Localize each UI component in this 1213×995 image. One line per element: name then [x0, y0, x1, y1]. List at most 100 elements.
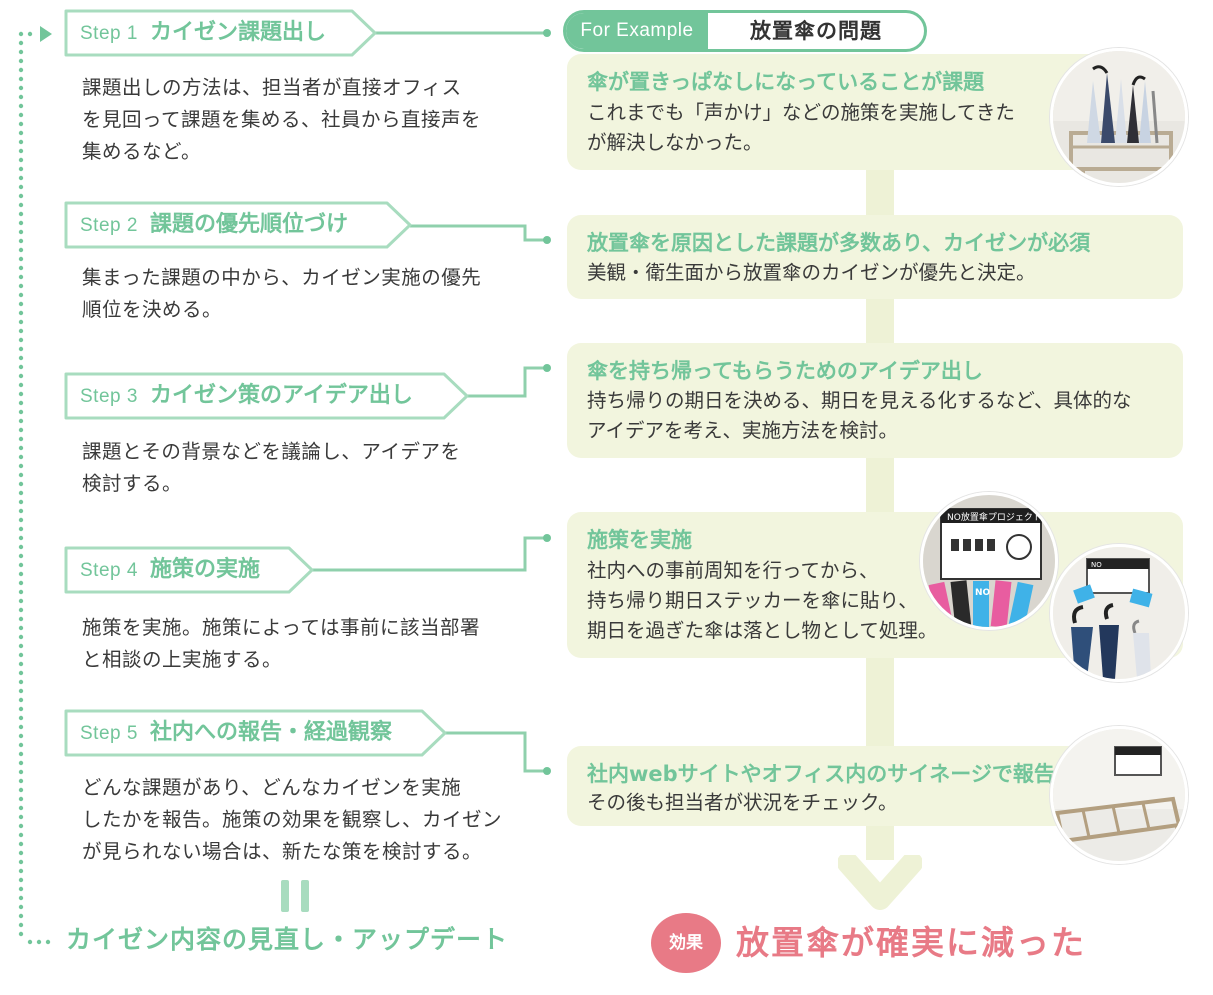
- loop-dot: [18, 436, 24, 442]
- example-box-3: 傘を持ち帰ってもらうためのアイデア出し 持ち帰りの期日を決める、期日を見える化す…: [567, 343, 1183, 458]
- loop-dot: [18, 571, 24, 577]
- loop-dot: [18, 895, 24, 901]
- example-box-5: 社内webサイトやオフィス内のサイネージで報告 その後も担当者が状況をチェック。: [567, 746, 1107, 826]
- loop-dot: [18, 220, 24, 226]
- loop-dot: [18, 265, 24, 271]
- loop-dot: [18, 148, 24, 154]
- loop-dot: [18, 625, 24, 631]
- empty-stand-photo: [1050, 726, 1188, 864]
- loop-dot: [18, 328, 24, 334]
- loop-dot: [18, 796, 24, 802]
- loop-dot: [18, 913, 24, 919]
- loop-dot: [18, 103, 24, 109]
- loop-dot: [18, 238, 24, 244]
- step-title: カイゼン策のアイデア出し: [149, 383, 413, 408]
- example-title: 放置傘の問題: [750, 19, 882, 43]
- loop-dot: [18, 31, 24, 37]
- box-text: 美観・衛生面から放置傘のカイゼンが優先と決定。: [587, 261, 1036, 284]
- loop-dot: [18, 535, 24, 541]
- loop-dot: [18, 382, 24, 388]
- example-box-1: 傘が置きっぱなしになっていることが課題 これまでも「声かけ」などの施策を実施して…: [567, 54, 1137, 170]
- loop-dot: [18, 373, 24, 379]
- box-text: 持ち帰りの期日を決める、期日を見える化するなど、具体的なアイデアを考え、実施方法…: [587, 389, 1132, 442]
- box-title: 傘が置きっぱなしになっていることが課題: [587, 70, 985, 94]
- loop-dot: [18, 499, 24, 505]
- poster-badge: NO: [1091, 561, 1102, 569]
- loop-dot: [18, 859, 24, 865]
- step-title: 施策の実施: [149, 557, 260, 582]
- for-example-badge: For Example 放置傘の問題: [563, 10, 927, 52]
- loop-dot: [18, 175, 24, 181]
- loop-dot: [18, 400, 24, 406]
- loop-dot: [18, 364, 24, 370]
- for-example-label: For Example: [566, 13, 708, 49]
- loop-update-label: カイゼン内容の見直し・アップデート: [66, 925, 509, 954]
- loop-dot: [18, 922, 24, 928]
- loop-dot: [18, 562, 24, 568]
- loop-dot: [18, 508, 24, 514]
- loop-dot: [18, 130, 24, 136]
- loop-dot: [18, 616, 24, 622]
- loop-dot: [18, 193, 24, 199]
- loop-dot: [18, 589, 24, 595]
- loop-dot: [18, 868, 24, 874]
- step-number: Step 2: [80, 215, 138, 236]
- umbrella-stand-photo: [1050, 48, 1188, 186]
- loop-dot: [18, 274, 24, 280]
- step-number: Step 4: [80, 560, 138, 581]
- loop-dot: [18, 697, 24, 703]
- loop-dot: [18, 832, 24, 838]
- loop-dot: [18, 49, 24, 55]
- step-title: カイゼン課題出し: [149, 20, 326, 45]
- loop-dot: [18, 652, 24, 658]
- loop-dot: [18, 688, 24, 694]
- loop-dot: [18, 94, 24, 100]
- loop-dot: [18, 418, 24, 424]
- loop-dot: [18, 634, 24, 640]
- down-arrow-icon: [838, 855, 922, 910]
- loop-dot: [18, 823, 24, 829]
- loop-dot: [18, 850, 24, 856]
- loop-dot: [18, 706, 24, 712]
- loop-dot: [18, 760, 24, 766]
- loop-dot: [18, 346, 24, 352]
- loop-dot: [18, 544, 24, 550]
- loop-dot: [18, 661, 24, 667]
- loop-dot: [18, 886, 24, 892]
- loop-dot: [18, 877, 24, 883]
- loop-dot: [18, 679, 24, 685]
- loop-dot: [18, 472, 24, 478]
- loop-dot: [18, 454, 24, 460]
- effect-badge: 効果: [651, 913, 721, 973]
- loop-dot: [18, 553, 24, 559]
- loop-dot: [18, 580, 24, 586]
- step-3-description: 課題とその背景などを議論し、アイデアを検討する。: [82, 440, 461, 495]
- box-title: 放置傘を原因とした課題が多数あり、カイゼンが必須: [587, 231, 1091, 255]
- loop-dot: [18, 904, 24, 910]
- loop-dot: [18, 670, 24, 676]
- step-5-description: どんな課題があり、どんなカイゼンを実施したかを報告。施策の効果を観察し、カイゼン…: [82, 776, 503, 863]
- loop-dot: [18, 202, 24, 208]
- loop-dot: [45, 939, 51, 945]
- loop-dot: [18, 157, 24, 163]
- loop-dot: [18, 427, 24, 433]
- loop-dot: [18, 337, 24, 343]
- loop-dot: [18, 814, 24, 820]
- loop-dot: [18, 769, 24, 775]
- loop-dot: [18, 715, 24, 721]
- equals-mark: [281, 880, 309, 912]
- loop-dot: [18, 283, 24, 289]
- loop-dot: [18, 787, 24, 793]
- box-title: 社内webサイトやオフィス内のサイネージで報告: [587, 762, 1055, 786]
- step-2-description: 集まった課題の中から、カイゼン実施の優先順位を決める。: [82, 266, 482, 321]
- loop-dot: [18, 229, 24, 235]
- loop-dot: [27, 31, 33, 37]
- loop-dot: [18, 490, 24, 496]
- step-4-description: 施策を実施。施策によっては事前に該当部署と相談の上実施する。: [82, 616, 481, 671]
- loop-arrow-icon: [40, 26, 52, 42]
